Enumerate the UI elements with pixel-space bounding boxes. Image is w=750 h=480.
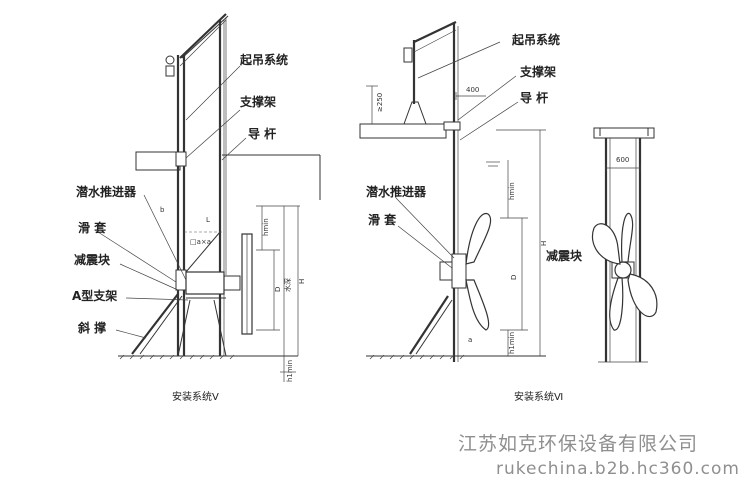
dim-axa-left: □a×a — [190, 238, 211, 246]
dim-H-right: H — [540, 241, 548, 246]
dim-600-side: 600 — [616, 156, 629, 164]
label-support-frame-left: 支撑架 — [239, 94, 276, 109]
label-lifting-system-left: 起吊系统 — [239, 52, 288, 67]
dim-b-left: b — [160, 206, 165, 214]
dim-h1min-right: h1min — [508, 332, 516, 354]
label-mixer-left: 潜水推进器 — [76, 184, 137, 199]
label-damper-left: 减震块 — [74, 252, 111, 267]
dim-a-right: a — [468, 336, 472, 344]
watermark-url: rukechina.b2b.hc360.com — [496, 459, 740, 479]
dim-D-right: D — [510, 275, 518, 280]
label-guide-rod-right: 导 杆 — [520, 90, 548, 105]
dim-h1min-left: h1min — [286, 360, 294, 382]
dim-hmin-left: hmin — [262, 218, 270, 236]
watermark-company: 江苏如克环保设备有限公司 — [458, 433, 698, 455]
right-figure-drawing — [359, 21, 546, 362]
label-sleeve-right: 滑 套 — [368, 212, 397, 227]
side-view-drawing — [591, 127, 658, 363]
dim-H-left: H — [298, 279, 306, 284]
left-figure-drawing — [97, 13, 321, 382]
label-damper-right: 减震块 — [546, 248, 583, 263]
label-mixer-right: 潜水推进器 — [366, 184, 427, 199]
dim-depth-left: 水深 — [283, 278, 292, 292]
label-sleeve-left: 滑 套 — [78, 220, 107, 235]
caption-system-vi: 安装系统Ⅵ — [514, 390, 563, 403]
label-guide-rod-left: 导 杆 — [248, 126, 276, 141]
dim-hmin-right: hmin — [508, 182, 516, 200]
dim-250-right: ≥250 — [376, 93, 384, 112]
caption-system-v: 安装系统Ⅴ — [172, 390, 219, 403]
label-support-frame-right: 支撑架 — [519, 64, 556, 79]
dim-400-right: 400 — [466, 86, 479, 94]
label-diagonal-brace-left: 斜 撑 — [77, 320, 106, 335]
dim-L-left: L — [206, 216, 210, 224]
dim-D-left: D — [274, 287, 282, 292]
label-a-frame-left: A型支架 — [72, 288, 117, 303]
label-lifting-system-right: 起吊系统 — [511, 32, 560, 47]
